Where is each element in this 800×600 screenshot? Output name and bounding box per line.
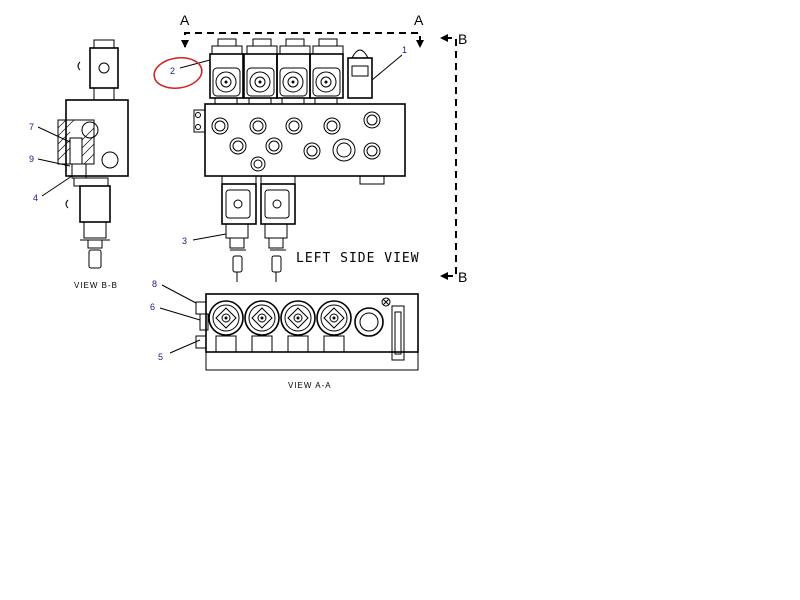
- callout-2: 2: [170, 66, 175, 76]
- callout-8: 8: [152, 279, 157, 289]
- section-b-bottom-label: B: [458, 269, 467, 285]
- left-side-view-label: LEFT SIDE VIEW: [296, 251, 420, 266]
- section-b-top-label: B: [458, 31, 467, 47]
- callout-9: 9: [29, 154, 34, 164]
- callout-6-leader: [159, 307, 201, 321]
- lower-solenoid-coils: [221, 175, 296, 282]
- callout-4: 4: [33, 193, 38, 203]
- callout-1: 1: [402, 45, 407, 55]
- view-aa: VIEW A-A: [195, 293, 419, 390]
- callout-3-leader: [192, 233, 227, 241]
- callout-2-leader: [179, 59, 211, 69]
- callout-6: 6: [150, 302, 155, 312]
- callout-4-leader: [41, 175, 73, 197]
- relief-valve-cap: [347, 49, 373, 99]
- callout-7: 7: [29, 122, 34, 132]
- view-aa-label: VIEW A-A: [288, 381, 332, 390]
- highlight-circle: [153, 57, 203, 89]
- view-bb: VIEW B-B: [57, 39, 129, 290]
- callout-5: 5: [158, 352, 163, 362]
- callouts: 1 2 3 7 9 4 8 6 5: [29, 45, 407, 362]
- section-line-b: B B: [440, 31, 467, 285]
- callout-3: 3: [182, 236, 187, 246]
- section-line-a: A A: [180, 12, 424, 48]
- callout-5-leader: [169, 339, 201, 354]
- section-a-right-label: A: [414, 12, 424, 28]
- callout-8-leader: [161, 284, 197, 304]
- callout-1-leader: [371, 54, 403, 81]
- section-hatch: [57, 119, 95, 165]
- view-bb-label: VIEW B-B: [74, 281, 118, 290]
- callout-9-leader: [37, 158, 71, 167]
- valve-body: [193, 103, 406, 185]
- left-side-view: LEFT SIDE VIEW: [193, 38, 420, 282]
- callout-7-leader: [37, 126, 71, 143]
- section-a-left-label: A: [180, 12, 190, 28]
- top-solenoid-coils: [209, 38, 344, 105]
